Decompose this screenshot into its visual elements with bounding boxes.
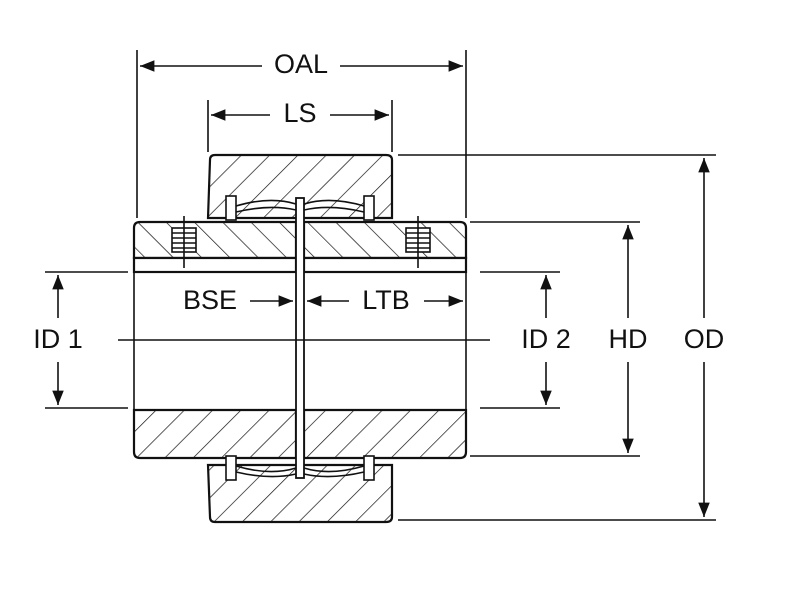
dim-bse: BSE [183, 285, 293, 315]
label-id2: ID 2 [521, 324, 571, 354]
dim-id2: ID 2 [480, 271, 571, 409]
hub-right-top [302, 220, 468, 260]
dim-id1: ID 1 [33, 271, 128, 409]
set-screw-right [405, 216, 431, 268]
label-oal: OAL [274, 49, 328, 79]
dim-od: OD [398, 154, 725, 521]
sleeve-bottom [206, 463, 394, 524]
hub-left-bottom [132, 408, 298, 460]
dim-oal: OAL [136, 49, 467, 218]
dim-hd: HD [470, 221, 648, 457]
center-spacer [295, 197, 305, 479]
hub-right-bottom [302, 408, 468, 460]
seal-ring-bottom [225, 455, 375, 481]
dim-ltb: LTB [307, 285, 463, 315]
label-hd: HD [609, 324, 648, 354]
hub-left-top [132, 220, 298, 260]
seal-ring-top [225, 195, 375, 221]
label-od: OD [684, 324, 725, 354]
dim-ls: LS [207, 98, 393, 152]
label-bse: BSE [183, 285, 237, 315]
label-id1: ID 1 [33, 324, 83, 354]
label-ltb: LTB [362, 285, 410, 315]
set-screw-left [171, 216, 197, 268]
label-ls: LS [283, 98, 316, 128]
